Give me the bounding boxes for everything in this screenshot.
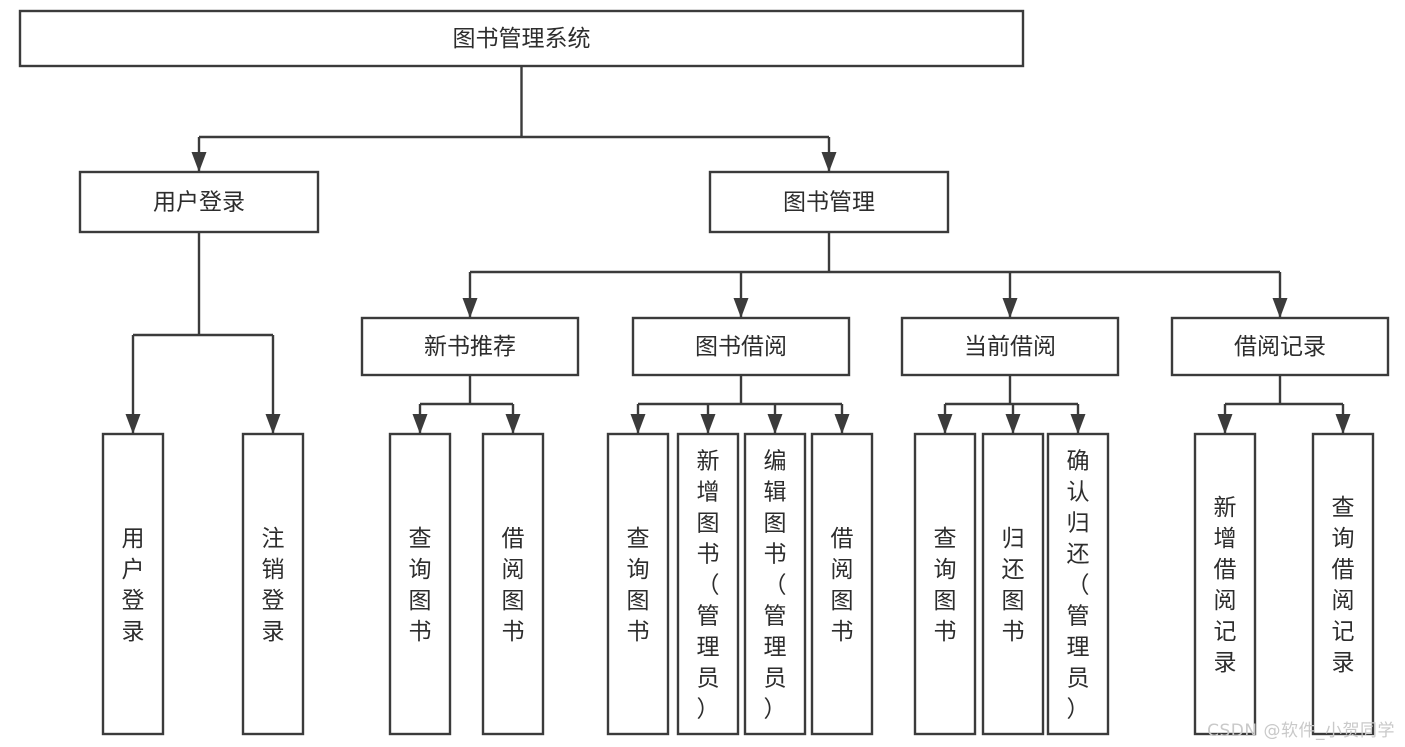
node-box-confirm-return-admin[interactable] <box>1046 432 1110 736</box>
node-box-edit-book-admin[interactable] <box>743 432 807 736</box>
node-box-borrow-book[interactable] <box>810 432 874 736</box>
node-label-borrow-record: 借阅记录 <box>1234 334 1326 360</box>
connector-arrowhead <box>265 414 281 434</box>
connector-arrowhead <box>1217 414 1233 434</box>
node-book-management[interactable]: 图书管理 <box>708 170 950 234</box>
node-box-query-borrow-record[interactable] <box>1311 432 1375 736</box>
connector-arrowhead <box>937 414 953 434</box>
node-label-book-management: 图书管理 <box>783 190 875 216</box>
node-new-book-recommend[interactable]: 新书推荐 <box>360 316 580 377</box>
node-box-add-borrow-record[interactable] <box>1193 432 1257 736</box>
node-label-query-book-recommend: 查询图书 <box>409 526 432 645</box>
node-label-book-borrow: 图书借阅 <box>695 334 787 360</box>
node-box-borrow-book-recommend[interactable] <box>481 432 545 736</box>
node-current-borrow[interactable]: 当前借阅 <box>900 316 1120 377</box>
connector-arrowhead <box>505 414 521 434</box>
connector-arrowhead <box>834 414 850 434</box>
node-query-book-borrow[interactable]: 查询图书 <box>606 432 670 736</box>
connector-arrowhead <box>1002 298 1018 318</box>
node-label-add-book-admin: 新增图书（管理员） <box>697 449 720 723</box>
node-box-root[interactable] <box>18 9 1025 68</box>
node-borrow-record[interactable]: 借阅记录 <box>1170 316 1390 377</box>
node-borrow-book[interactable]: 借阅图书 <box>810 432 874 736</box>
node-label-root: 图书管理系统 <box>453 26 591 52</box>
node-add-book-admin[interactable]: 新增图书（管理员） <box>676 432 740 736</box>
connector-arrowhead <box>1005 414 1021 434</box>
node-label-current-borrow: 当前借阅 <box>964 334 1056 360</box>
node-label-edit-book-admin: 编辑图书（管理员） <box>764 449 787 723</box>
node-query-borrow-record[interactable]: 查询借阅记录 <box>1311 432 1375 736</box>
watermark-label: CSDN @软件_小贺同学 <box>1207 721 1395 741</box>
connector-arrowhead <box>462 298 478 318</box>
node-label-borrow-book: 借阅图书 <box>831 526 854 645</box>
node-user-logout[interactable]: 注销登录 <box>241 432 305 736</box>
connector-arrowhead <box>191 152 207 172</box>
node-label-query-book-current: 查询图书 <box>934 526 957 645</box>
node-box-user-logout[interactable] <box>241 432 305 736</box>
connector-arrowhead <box>767 414 783 434</box>
node-book-borrow[interactable]: 图书借阅 <box>631 316 851 377</box>
node-label-user-login: 用户登录 <box>153 190 245 216</box>
node-query-book-current[interactable]: 查询图书 <box>913 432 977 736</box>
node-confirm-return-admin[interactable]: 确认归还（管理员） <box>1046 432 1110 736</box>
connector-arrowhead <box>630 414 646 434</box>
node-edit-book-admin[interactable]: 编辑图书（管理员） <box>743 432 807 736</box>
connector-arrowhead <box>733 298 749 318</box>
node-query-book-recommend[interactable]: 查询图书 <box>388 432 452 736</box>
node-box-book-management[interactable] <box>708 170 950 234</box>
node-box-user-login-do[interactable] <box>101 432 165 736</box>
node-box-query-book-current[interactable] <box>913 432 977 736</box>
node-box-borrow-record[interactable] <box>1170 316 1390 377</box>
node-root[interactable]: 图书管理系统 <box>18 9 1025 68</box>
node-label-query-book-borrow: 查询图书 <box>627 526 650 645</box>
node-label-user-login-do: 用户登录 <box>122 526 145 645</box>
connector-arrowhead <box>1335 414 1351 434</box>
node-user-login-do[interactable]: 用户登录 <box>101 432 165 736</box>
node-box-return-book[interactable] <box>981 432 1045 736</box>
node-label-add-borrow-record: 新增借阅记录 <box>1214 495 1237 676</box>
node-box-current-borrow[interactable] <box>900 316 1120 377</box>
connector-arrowhead <box>1272 298 1288 318</box>
connector-arrowhead <box>700 414 716 434</box>
connector-arrowhead <box>412 414 428 434</box>
node-label-confirm-return-admin: 确认归还（管理员） <box>1067 449 1090 723</box>
node-borrow-book-recommend[interactable]: 借阅图书 <box>481 432 545 736</box>
node-label-user-logout: 注销登录 <box>262 526 285 645</box>
node-box-query-book-recommend[interactable] <box>388 432 452 736</box>
connector-arrowhead <box>1070 414 1086 434</box>
node-label-new-book-recommend: 新书推荐 <box>424 334 516 360</box>
node-label-query-borrow-record: 查询借阅记录 <box>1332 495 1355 676</box>
node-box-add-book-admin[interactable] <box>676 432 740 736</box>
node-label-borrow-book-recommend: 借阅图书 <box>502 526 525 645</box>
connector-arrowhead <box>821 152 837 172</box>
node-add-borrow-record[interactable]: 新增借阅记录 <box>1193 432 1257 736</box>
node-box-query-book-borrow[interactable] <box>606 432 670 736</box>
connector-arrowhead <box>125 414 141 434</box>
node-return-book[interactable]: 归还图书 <box>981 432 1045 736</box>
node-user-login[interactable]: 用户登录 <box>78 170 320 234</box>
node-label-return-book: 归还图书 <box>1002 526 1025 645</box>
node-box-book-borrow[interactable] <box>631 316 851 377</box>
